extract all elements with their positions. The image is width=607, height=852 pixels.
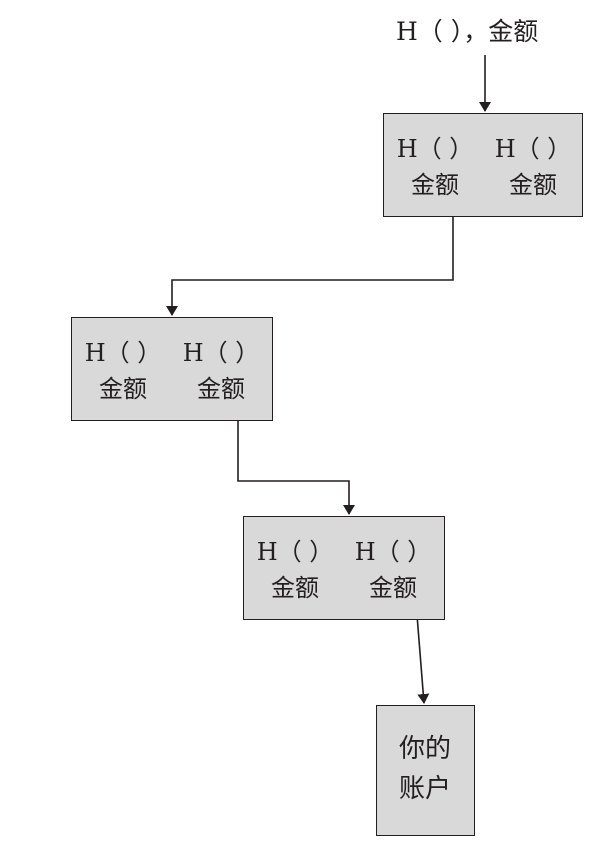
- block-3-left-amount: 金额: [271, 574, 319, 602]
- block-2-right-hash: H（ ）: [182, 339, 260, 367]
- block-3-right-hash: H（ ）: [354, 538, 432, 566]
- account-label-line-1: 你的: [398, 734, 451, 764]
- block-2-left-amount: 金额: [99, 375, 147, 403]
- block-2-right-cell: H（ ） 金额: [180, 335, 262, 407]
- block-2-left-hash: H（ ）: [84, 339, 162, 367]
- block-1-left-cell: H（ ） 金额: [394, 131, 476, 203]
- block-3-left-cell: H（ ） 金额: [254, 534, 336, 606]
- block-3-left-hash: H（ ）: [256, 538, 334, 566]
- block-2-left-cell: H（ ） 金额: [82, 335, 164, 407]
- block-2-right-amount: 金额: [197, 375, 245, 403]
- block-1-right-hash: H（ ）: [494, 135, 572, 163]
- block-1: H（ ） 金额 H（ ） 金额: [383, 113, 583, 217]
- block-1-left-amount: 金额: [411, 171, 459, 199]
- block-2: H（ ） 金额 H（ ） 金额: [71, 317, 273, 421]
- block-1-right-amount: 金额: [509, 171, 557, 199]
- input-label: H（ ），金额: [396, 17, 539, 46]
- block-3: H（ ） 金额 H（ ） 金额: [243, 516, 445, 620]
- account-box: 你的 账户: [376, 705, 475, 836]
- block-1-right-cell: H（ ） 金额: [492, 131, 574, 203]
- block-3-right-amount: 金额: [369, 574, 417, 602]
- block-1-left-hash: H（ ）: [396, 135, 474, 163]
- block-3-right-cell: H（ ） 金额: [352, 534, 434, 606]
- account-label: 你的 账户: [377, 729, 473, 809]
- account-label-line-2: 账户: [398, 774, 451, 804]
